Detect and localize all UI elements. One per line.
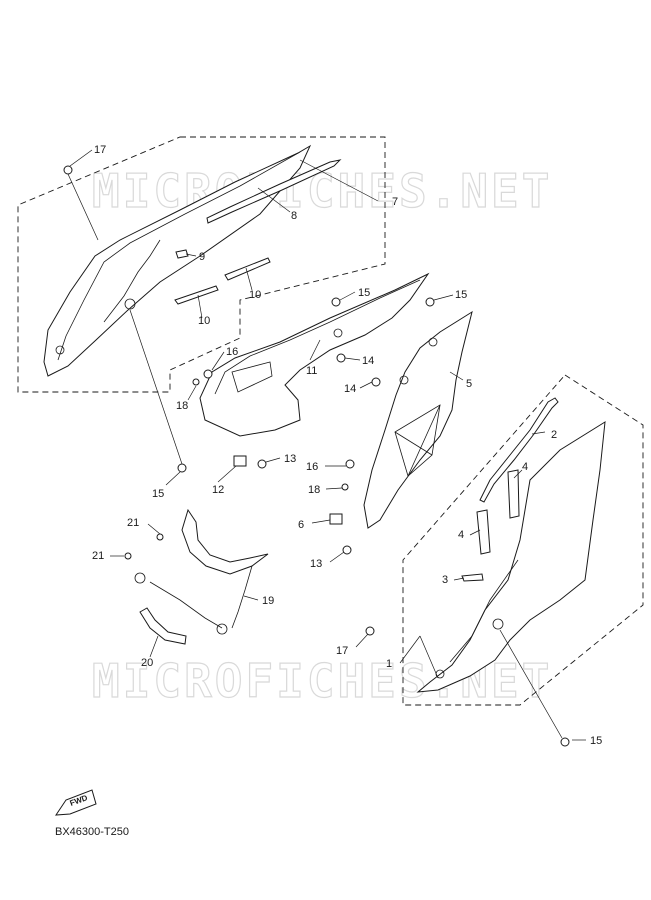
callout-8: 8 bbox=[291, 210, 297, 222]
callout-21: 21 bbox=[127, 517, 139, 529]
callout-15: 15 bbox=[455, 289, 467, 301]
part-1-lower-cowl bbox=[416, 421, 606, 693]
part-4-pad-b bbox=[476, 509, 491, 555]
callout-19: 19 bbox=[262, 595, 274, 607]
fwd-direction-icon: FWD bbox=[55, 789, 97, 816]
watermark-top: MICROFICHES.NET bbox=[92, 164, 552, 218]
part-4-pad-a bbox=[507, 469, 520, 519]
callout-9: 9 bbox=[199, 251, 205, 263]
callout-3: 3 bbox=[442, 574, 448, 586]
part-10-strip-a bbox=[224, 257, 271, 281]
callout-15: 15 bbox=[152, 488, 164, 500]
callout-1: 1 bbox=[386, 658, 392, 670]
part-9-clip bbox=[175, 249, 189, 259]
fastener-13-a bbox=[257, 459, 267, 469]
callout-15: 15 bbox=[358, 287, 370, 299]
callout-12: 12 bbox=[212, 484, 224, 496]
fastener-17-bottom bbox=[365, 626, 375, 636]
fastener-15-upper-b bbox=[425, 297, 435, 307]
callout-7: 7 bbox=[392, 196, 398, 208]
leader-lines bbox=[67, 149, 586, 741]
callout-16: 16 bbox=[306, 461, 318, 473]
fastener-14-a bbox=[336, 353, 346, 363]
group-boundary-lower-right bbox=[402, 374, 644, 706]
callout-14: 14 bbox=[344, 383, 356, 395]
group-boundary-upper-left bbox=[17, 136, 386, 393]
part-11-inner-panel bbox=[199, 272, 430, 437]
callout-17: 17 bbox=[336, 645, 348, 657]
part-20-hose bbox=[139, 607, 187, 645]
callout-18: 18 bbox=[176, 400, 188, 412]
fastener-15-bottom bbox=[560, 737, 570, 747]
callout-4: 4 bbox=[522, 461, 528, 473]
callout-4: 4 bbox=[458, 529, 464, 541]
fastener-21-b bbox=[124, 552, 132, 560]
callout-13: 13 bbox=[310, 558, 322, 570]
callout-10: 10 bbox=[249, 289, 261, 301]
callout-14: 14 bbox=[362, 355, 374, 367]
callout-labels: 17 7 8 9 10 10 15 15 14 14 11 5 16 18 15… bbox=[92, 144, 602, 747]
callout-20: 20 bbox=[141, 657, 153, 669]
callout-11: 11 bbox=[306, 365, 317, 377]
fasteners bbox=[63, 165, 570, 747]
fastener-14-b bbox=[371, 377, 381, 387]
callout-13: 13 bbox=[284, 453, 296, 465]
callout-17: 17 bbox=[94, 144, 106, 156]
part-19-duct-bracket bbox=[134, 508, 269, 635]
diagram-code: BX46300-T250 bbox=[55, 826, 129, 838]
callout-5: 5 bbox=[466, 378, 472, 390]
part-10-strip-b bbox=[174, 285, 219, 305]
callout-2: 2 bbox=[551, 429, 557, 441]
callout-15: 15 bbox=[590, 735, 602, 747]
fastener-16-b bbox=[345, 459, 355, 469]
fastener-21-a bbox=[156, 533, 164, 541]
part-2-trim-strip bbox=[479, 397, 559, 503]
fastener-17-top bbox=[63, 165, 73, 175]
callout-16: 16 bbox=[226, 346, 238, 358]
fastener-18-b bbox=[341, 483, 349, 491]
fastener-18-a bbox=[192, 378, 200, 386]
fastener-13-b bbox=[342, 545, 352, 555]
fastener-15-left bbox=[177, 463, 187, 473]
part-5-bracket-panel bbox=[363, 310, 473, 529]
callout-18: 18 bbox=[308, 484, 320, 496]
callout-10: 10 bbox=[198, 315, 210, 327]
nut-6 bbox=[329, 513, 343, 525]
fastener-16-a bbox=[203, 369, 213, 379]
callout-21: 21 bbox=[92, 550, 104, 562]
callout-6: 6 bbox=[298, 519, 304, 531]
nut-12 bbox=[233, 455, 247, 467]
part-8-trim-strip bbox=[206, 159, 342, 224]
part-3-clip bbox=[461, 573, 484, 582]
fastener-15-upper-a bbox=[331, 297, 341, 307]
